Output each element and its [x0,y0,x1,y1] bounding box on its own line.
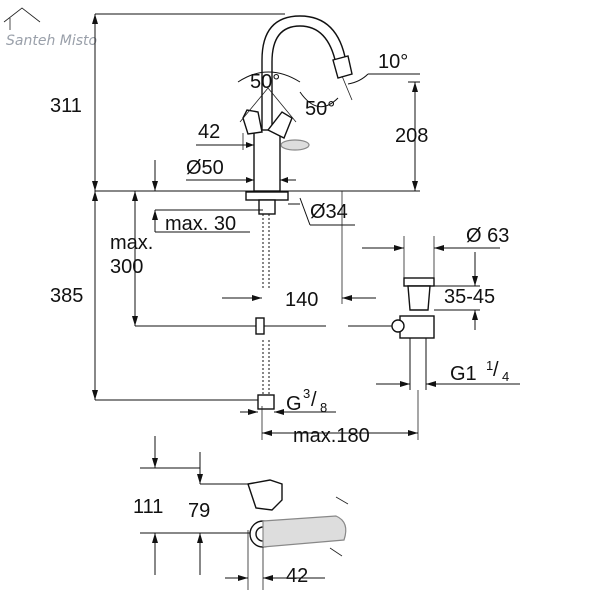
mounting-nut [258,199,276,215]
watermark-text: Santeh Misto [6,33,97,49]
handle-ghost [280,139,310,151]
dim-max-depth-value: 300 [110,256,143,278]
dim-angle-spout: 50° [305,98,335,120]
dim-drain-thread: G1 [450,363,477,385]
plan-view-faucet [247,479,349,557]
mounting-plate [245,191,289,201]
arc-spout-angle [299,91,339,108]
dim-body-diameter: Ø50 [186,157,224,179]
dim-handle-offset: 42 [198,121,220,143]
handle-tilted [266,111,293,139]
spout-inner [271,25,337,140]
dim-hose-thread-num: 3 [303,386,310,401]
dim-drain-range: 35-45 [444,286,495,308]
hose-fitting [257,394,275,410]
dim-hose-thread: G [286,393,302,415]
svg-text:/: / [311,389,317,411]
faucet-body [253,129,281,192]
dim-hose-thread-den: 8 [320,400,327,415]
dim-angle-handle: 50° [250,71,280,93]
svg-text:/: / [493,359,499,381]
watermark-logo: Santeh Misto [3,7,97,49]
dim-angle-tilt: 10° [378,51,408,73]
handle-upright [242,109,263,135]
dim-208: 208 [395,125,428,147]
dim-drain-diameter: Ø 63 [466,225,509,247]
dim-385: 385 [50,285,83,307]
dim-hole-diameter: Ø34 [310,201,348,223]
dim-drain-thread-num: 1 [486,358,493,373]
drain-assembly [391,277,435,390]
dim-spout-reach: 140 [285,289,318,311]
dim-top-height-1: 111 [133,496,163,518]
dim-top-offset: 42 [286,565,308,587]
dim-top-height-2: 79 [188,500,210,522]
dim-max-thickness: max. 30 [165,213,236,235]
dim-drain-thread-den: 4 [502,369,509,384]
dim-max-reach: max.180 [293,425,370,447]
arc-handle-angle [237,71,301,83]
aerator [332,55,353,79]
dim-max-depth-label: max. [110,232,153,254]
dim-311: 311 [50,95,82,117]
